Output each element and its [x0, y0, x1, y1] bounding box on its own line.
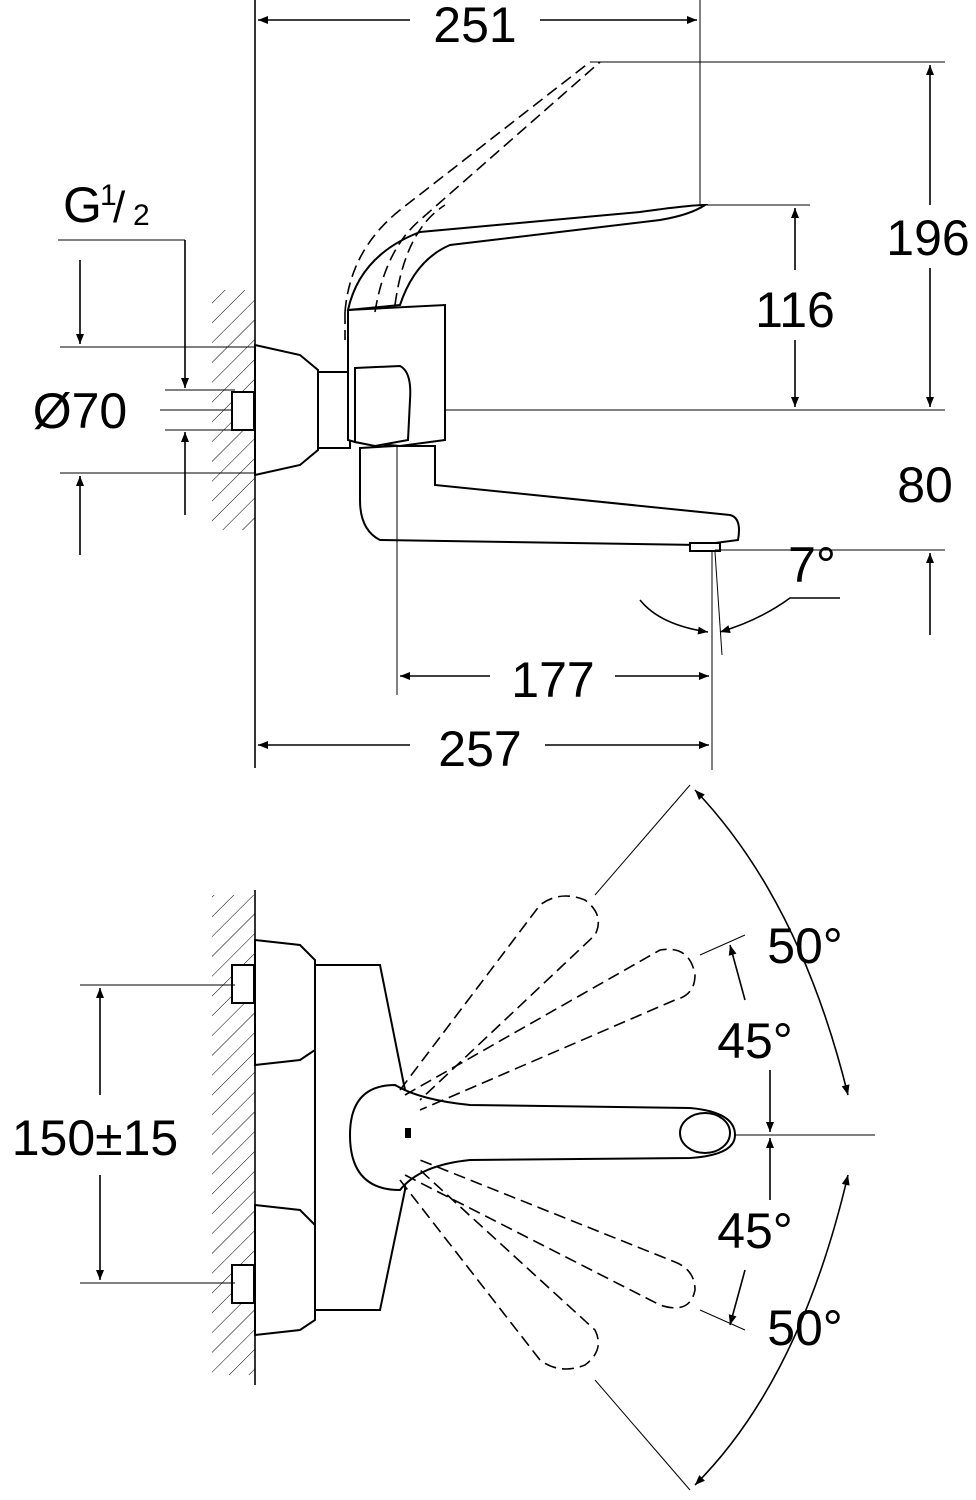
thread-denominator: 2	[133, 199, 150, 232]
thread-numerator: 1	[100, 179, 117, 212]
thread-g: G	[63, 177, 102, 233]
dim-251: 251	[433, 0, 516, 53]
dim-257: 257	[438, 721, 521, 777]
plan-view: 50° 45° 45° 50° 150±15	[12, 784, 875, 1491]
side-view: 251 196 116 80 7° 177 257 G 1	[33, 0, 970, 777]
dim-80: 80	[897, 457, 953, 513]
dim-7-degree: 7°	[788, 537, 836, 593]
dim-diameter-70: Ø70	[33, 383, 128, 439]
dim-177: 177	[511, 652, 594, 708]
faucet-side	[231, 61, 740, 552]
thread-label: G 1 / 2	[63, 177, 150, 233]
dim-196: 196	[886, 210, 969, 266]
faucet-plan	[231, 895, 737, 1370]
dim-150-15: 150±15	[12, 1110, 178, 1166]
angle-inner-bottom: 45°	[717, 1203, 793, 1259]
angle-outer-top: 50°	[767, 918, 843, 974]
thread-slash: /	[113, 183, 126, 232]
dim-116: 116	[755, 282, 835, 338]
angle-inner-top: 45°	[717, 1013, 793, 1069]
angle-outer-bottom: 50°	[767, 1300, 843, 1356]
